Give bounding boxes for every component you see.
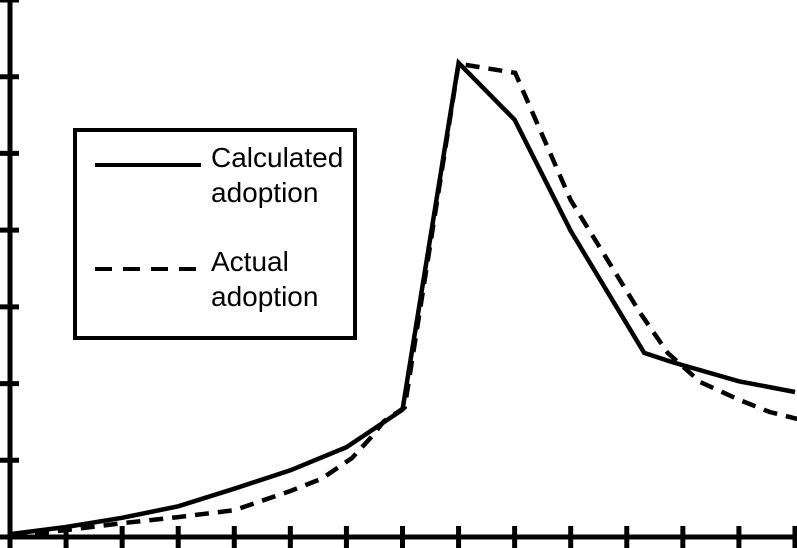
- legend-entry-actual: Actual adoption: [95, 244, 353, 314]
- legend-label-actual: Actual adoption: [211, 246, 319, 312]
- legend-box: Calculated adoption Actual adoption: [73, 128, 357, 340]
- legend-entry-calculated: Calculated adoption: [95, 140, 353, 210]
- legend-label-calculated: Calculated adoption: [211, 142, 344, 208]
- series-line-actual-adoption: [11, 61, 797, 539]
- dashed-line-swatch: [95, 267, 201, 271]
- solid-line-swatch: [95, 163, 201, 167]
